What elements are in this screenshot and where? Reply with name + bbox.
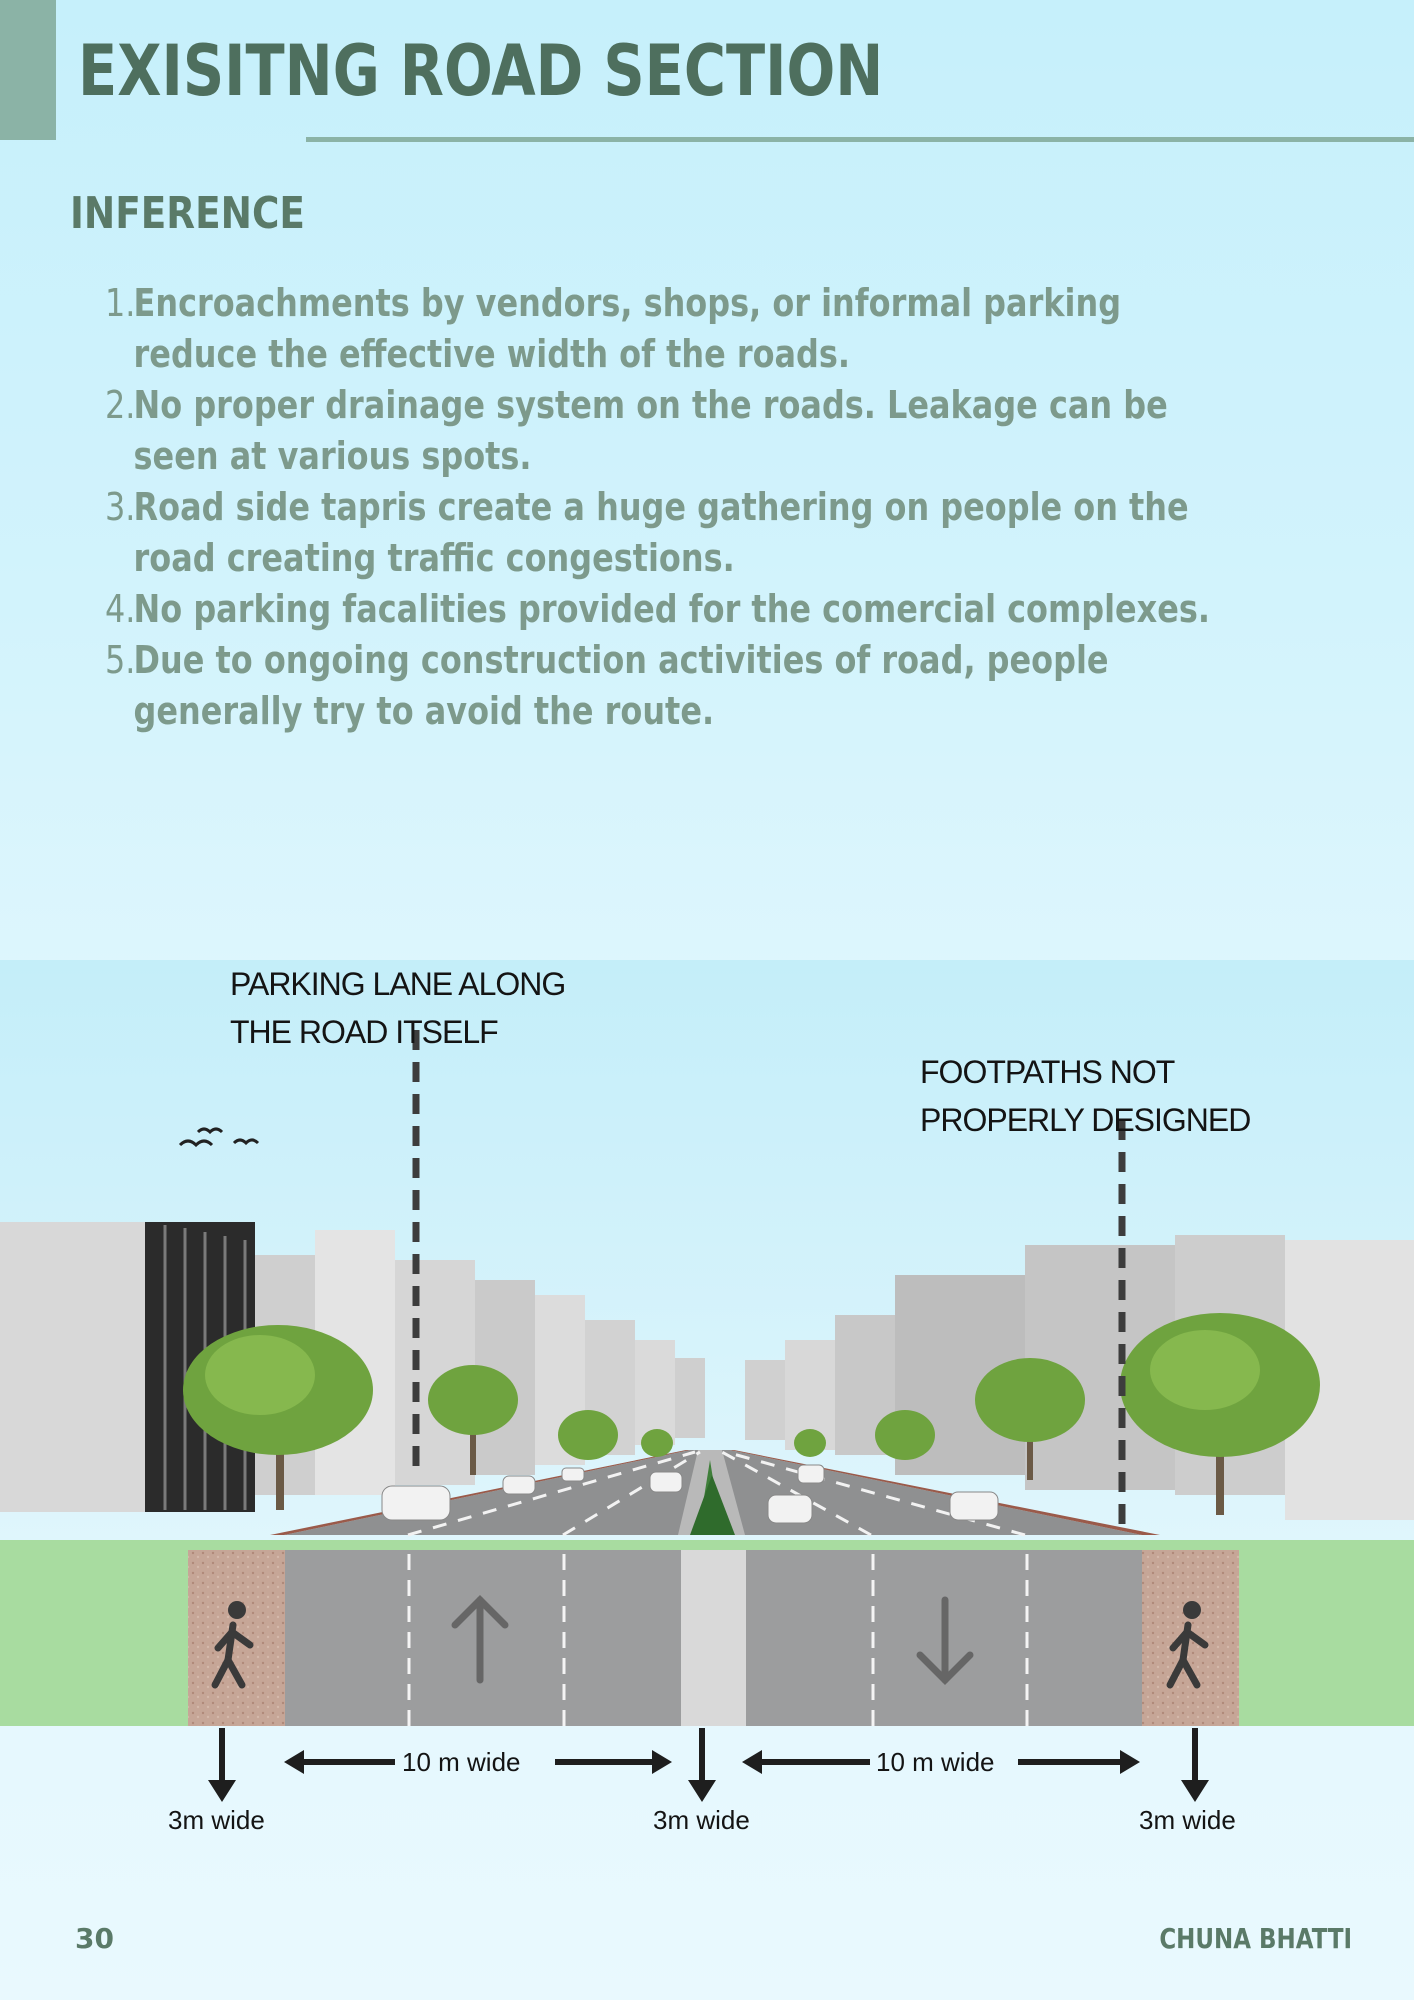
birds-icon — [178, 1127, 260, 1148]
header-accent-block — [0, 0, 56, 140]
dimension-arrows — [208, 1728, 1209, 1802]
dimension-median: 3m wide — [653, 1805, 750, 1835]
parking-callout-label: PARKING LANE ALONG THE ROAD ITSELF — [230, 960, 566, 1056]
dimension-right-footpath: 3m wide — [1139, 1805, 1236, 1835]
pedestrian-icon — [211, 1601, 254, 1689]
inference-item: 4.No parking facalities provided for the… — [105, 584, 1214, 635]
inference-item: 3.Road side tapris create a huge gatheri… — [105, 482, 1214, 584]
pedestrian-icon — [1166, 1601, 1209, 1689]
inference-number: 4. — [105, 587, 136, 631]
inference-number: 2. — [105, 383, 136, 427]
road-perspective-drawing — [0, 960, 1414, 1802]
footpath-callout-line2: PROPERLY DESIGNED — [920, 1102, 1251, 1138]
arrow-down-icon — [916, 1596, 974, 1685]
footer-name: CHUNA BHATTI — [1159, 1922, 1352, 1955]
dimension-left-footpath: 3m wide — [168, 1805, 265, 1835]
dimension-right-carriageway: 10 m wide — [876, 1747, 995, 1777]
dimension-left-carriageway: 10 m wide — [402, 1747, 521, 1777]
inference-text: Encroachments by vendors, shops, or info… — [133, 281, 1122, 376]
inference-item: 2.No proper drainage system on the roads… — [105, 380, 1214, 482]
road-section-illustration: PARKING LANE ALONG THE ROAD ITSELF FOOTP… — [0, 960, 1414, 1940]
page-number: 30 — [75, 1922, 114, 1955]
parked-cars — [381, 1464, 999, 1524]
inference-item: 1.Encroachments by vendors, shops, or in… — [105, 278, 1214, 380]
inference-item: 5.Due to ongoing construction activities… — [105, 635, 1214, 737]
median-plants — [690, 1460, 735, 1535]
inference-text: No parking facalities provided for the c… — [133, 587, 1211, 631]
page-title: EXISITNG ROAD SECTION — [78, 30, 884, 112]
inference-number: 1. — [105, 281, 136, 325]
inference-list: 1.Encroachments by vendors, shops, or in… — [105, 278, 1214, 737]
roadside-trees — [183, 1313, 1320, 1515]
title-underline — [306, 137, 1414, 142]
footpath-callout-label: FOOTPATHS NOT PROPERLY DESIGNED — [920, 1048, 1251, 1144]
arrow-up-icon — [451, 1595, 509, 1684]
median — [681, 1550, 746, 1726]
inference-text: Road side tapris create a huge gathering… — [133, 485, 1189, 580]
footpath-callout-line1: FOOTPATHS NOT — [920, 1054, 1175, 1090]
inference-text: Due to ongoing construction activities o… — [133, 638, 1109, 733]
section-subtitle: INFERENCE — [70, 188, 305, 239]
inference-number: 5. — [105, 638, 136, 682]
inference-number: 3. — [105, 485, 136, 529]
inference-text: No proper drainage system on the roads. … — [133, 383, 1168, 478]
parking-callout-line1: PARKING LANE ALONG — [230, 966, 566, 1002]
parking-callout-line2: THE ROAD ITSELF — [230, 1014, 499, 1050]
